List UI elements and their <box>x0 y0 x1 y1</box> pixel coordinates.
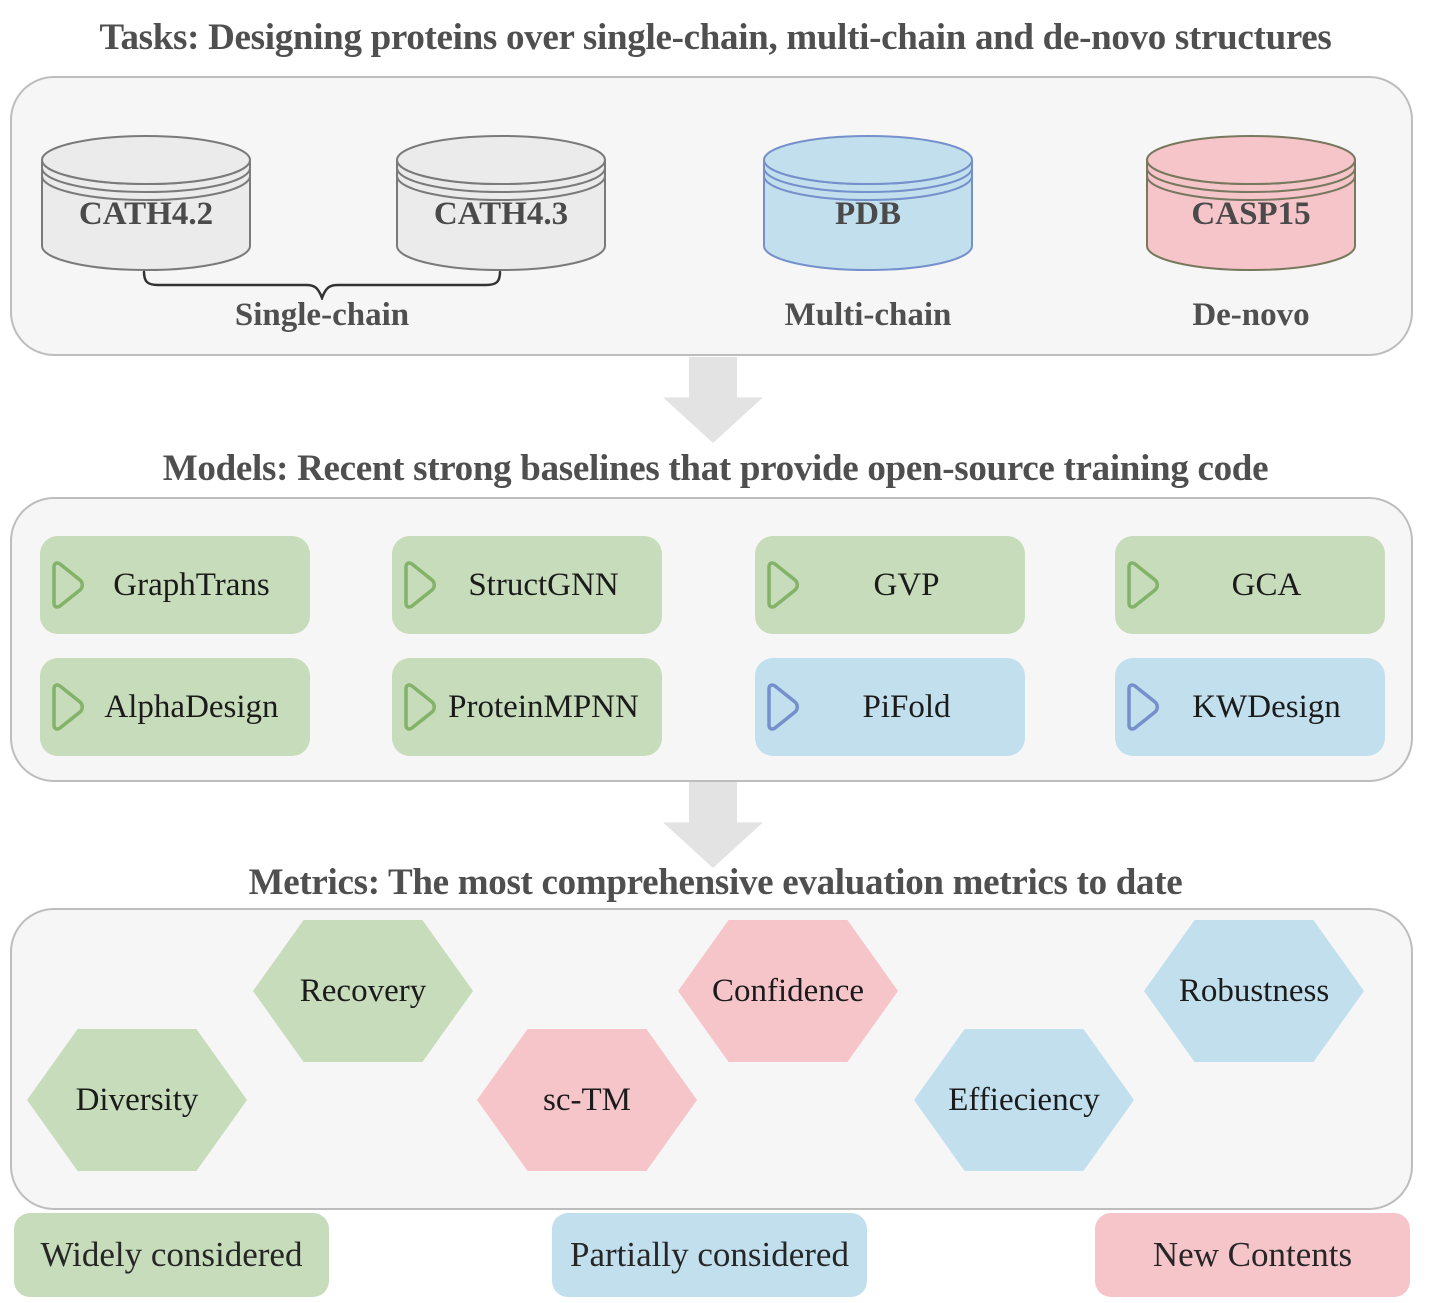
model-proteinmpnn: ProteinMPNN <box>392 658 662 756</box>
play-triangle-icon <box>767 683 799 731</box>
play-triangle-icon <box>52 561 84 609</box>
metric-confidence: Confidence <box>678 920 898 1062</box>
model-alphadesign: AlphaDesign <box>40 658 310 756</box>
model-gca: GCA <box>1115 536 1385 634</box>
legend-partially-considered: Partially considered <box>552 1213 867 1297</box>
play-triangle-icon <box>1127 561 1159 609</box>
model-label: AlphaDesign <box>104 688 279 725</box>
play-triangle-icon <box>404 561 436 609</box>
dataset-label: CATH4.3 <box>433 196 569 232</box>
model-label: GraphTrans <box>113 566 270 603</box>
model-kwdesign: KWDesign <box>1115 658 1385 756</box>
dataset-casp15: CASP15 <box>1145 134 1357 274</box>
dataset-label: CATH4.2 <box>78 196 214 232</box>
down-arrow-icon <box>663 782 763 868</box>
play-triangle-icon <box>767 561 799 609</box>
tasks-section-title: Tasks: Designing proteins over single-ch… <box>99 17 1332 58</box>
metric-sc-tm: sc-TM <box>477 1029 697 1171</box>
group-label-de-novo: De-novo <box>1192 297 1310 333</box>
legend-new-contents: New Contents <box>1095 1213 1410 1297</box>
model-label: GCA <box>1231 566 1302 603</box>
legend-widely-considered: Widely considered <box>14 1213 329 1297</box>
models-section-title: Models: Recent strong baselines that pro… <box>162 448 1269 489</box>
group-label-single-chain: Single-chain <box>234 297 410 333</box>
dataset-cath42: CATH4.2 <box>40 134 252 274</box>
model-structgnn: StructGNN <box>392 536 662 634</box>
database-cylinder-icon <box>1146 135 1356 271</box>
database-cylinder-icon <box>396 135 606 271</box>
play-triangle-icon <box>52 683 84 731</box>
dataset-label: CASP15 <box>1191 196 1311 232</box>
database-cylinder-icon <box>41 135 251 271</box>
metric-recovery: Recovery <box>253 920 473 1062</box>
database-cylinder-icon <box>763 135 973 271</box>
dataset-label: PDB <box>835 196 901 232</box>
metrics-section-title: Metrics: The most comprehensive evaluati… <box>248 862 1183 903</box>
model-label: GVP <box>873 566 940 603</box>
model-pifold: PiFold <box>755 658 1025 756</box>
dataset-cath43: CATH4.3 <box>395 134 607 274</box>
metric-diversity: Diversity <box>27 1029 247 1171</box>
model-label: KWDesign <box>1192 688 1341 725</box>
metric-robustness: Robustness <box>1144 920 1364 1062</box>
model-label: ProteinMPNN <box>448 688 639 725</box>
dataset-pdb: PDB <box>762 134 974 274</box>
single-chain-brace-icon <box>142 270 502 300</box>
metric-effieciency: Effieciency <box>914 1029 1134 1171</box>
play-triangle-icon <box>1127 683 1159 731</box>
down-arrow-icon <box>663 357 763 443</box>
model-label: StructGNN <box>468 566 619 603</box>
group-label-multi-chain: Multi-chain <box>784 297 952 333</box>
play-triangle-icon <box>404 683 436 731</box>
model-gvp: GVP <box>755 536 1025 634</box>
model-label: PiFold <box>862 688 951 725</box>
model-graphtrans: GraphTrans <box>40 536 310 634</box>
